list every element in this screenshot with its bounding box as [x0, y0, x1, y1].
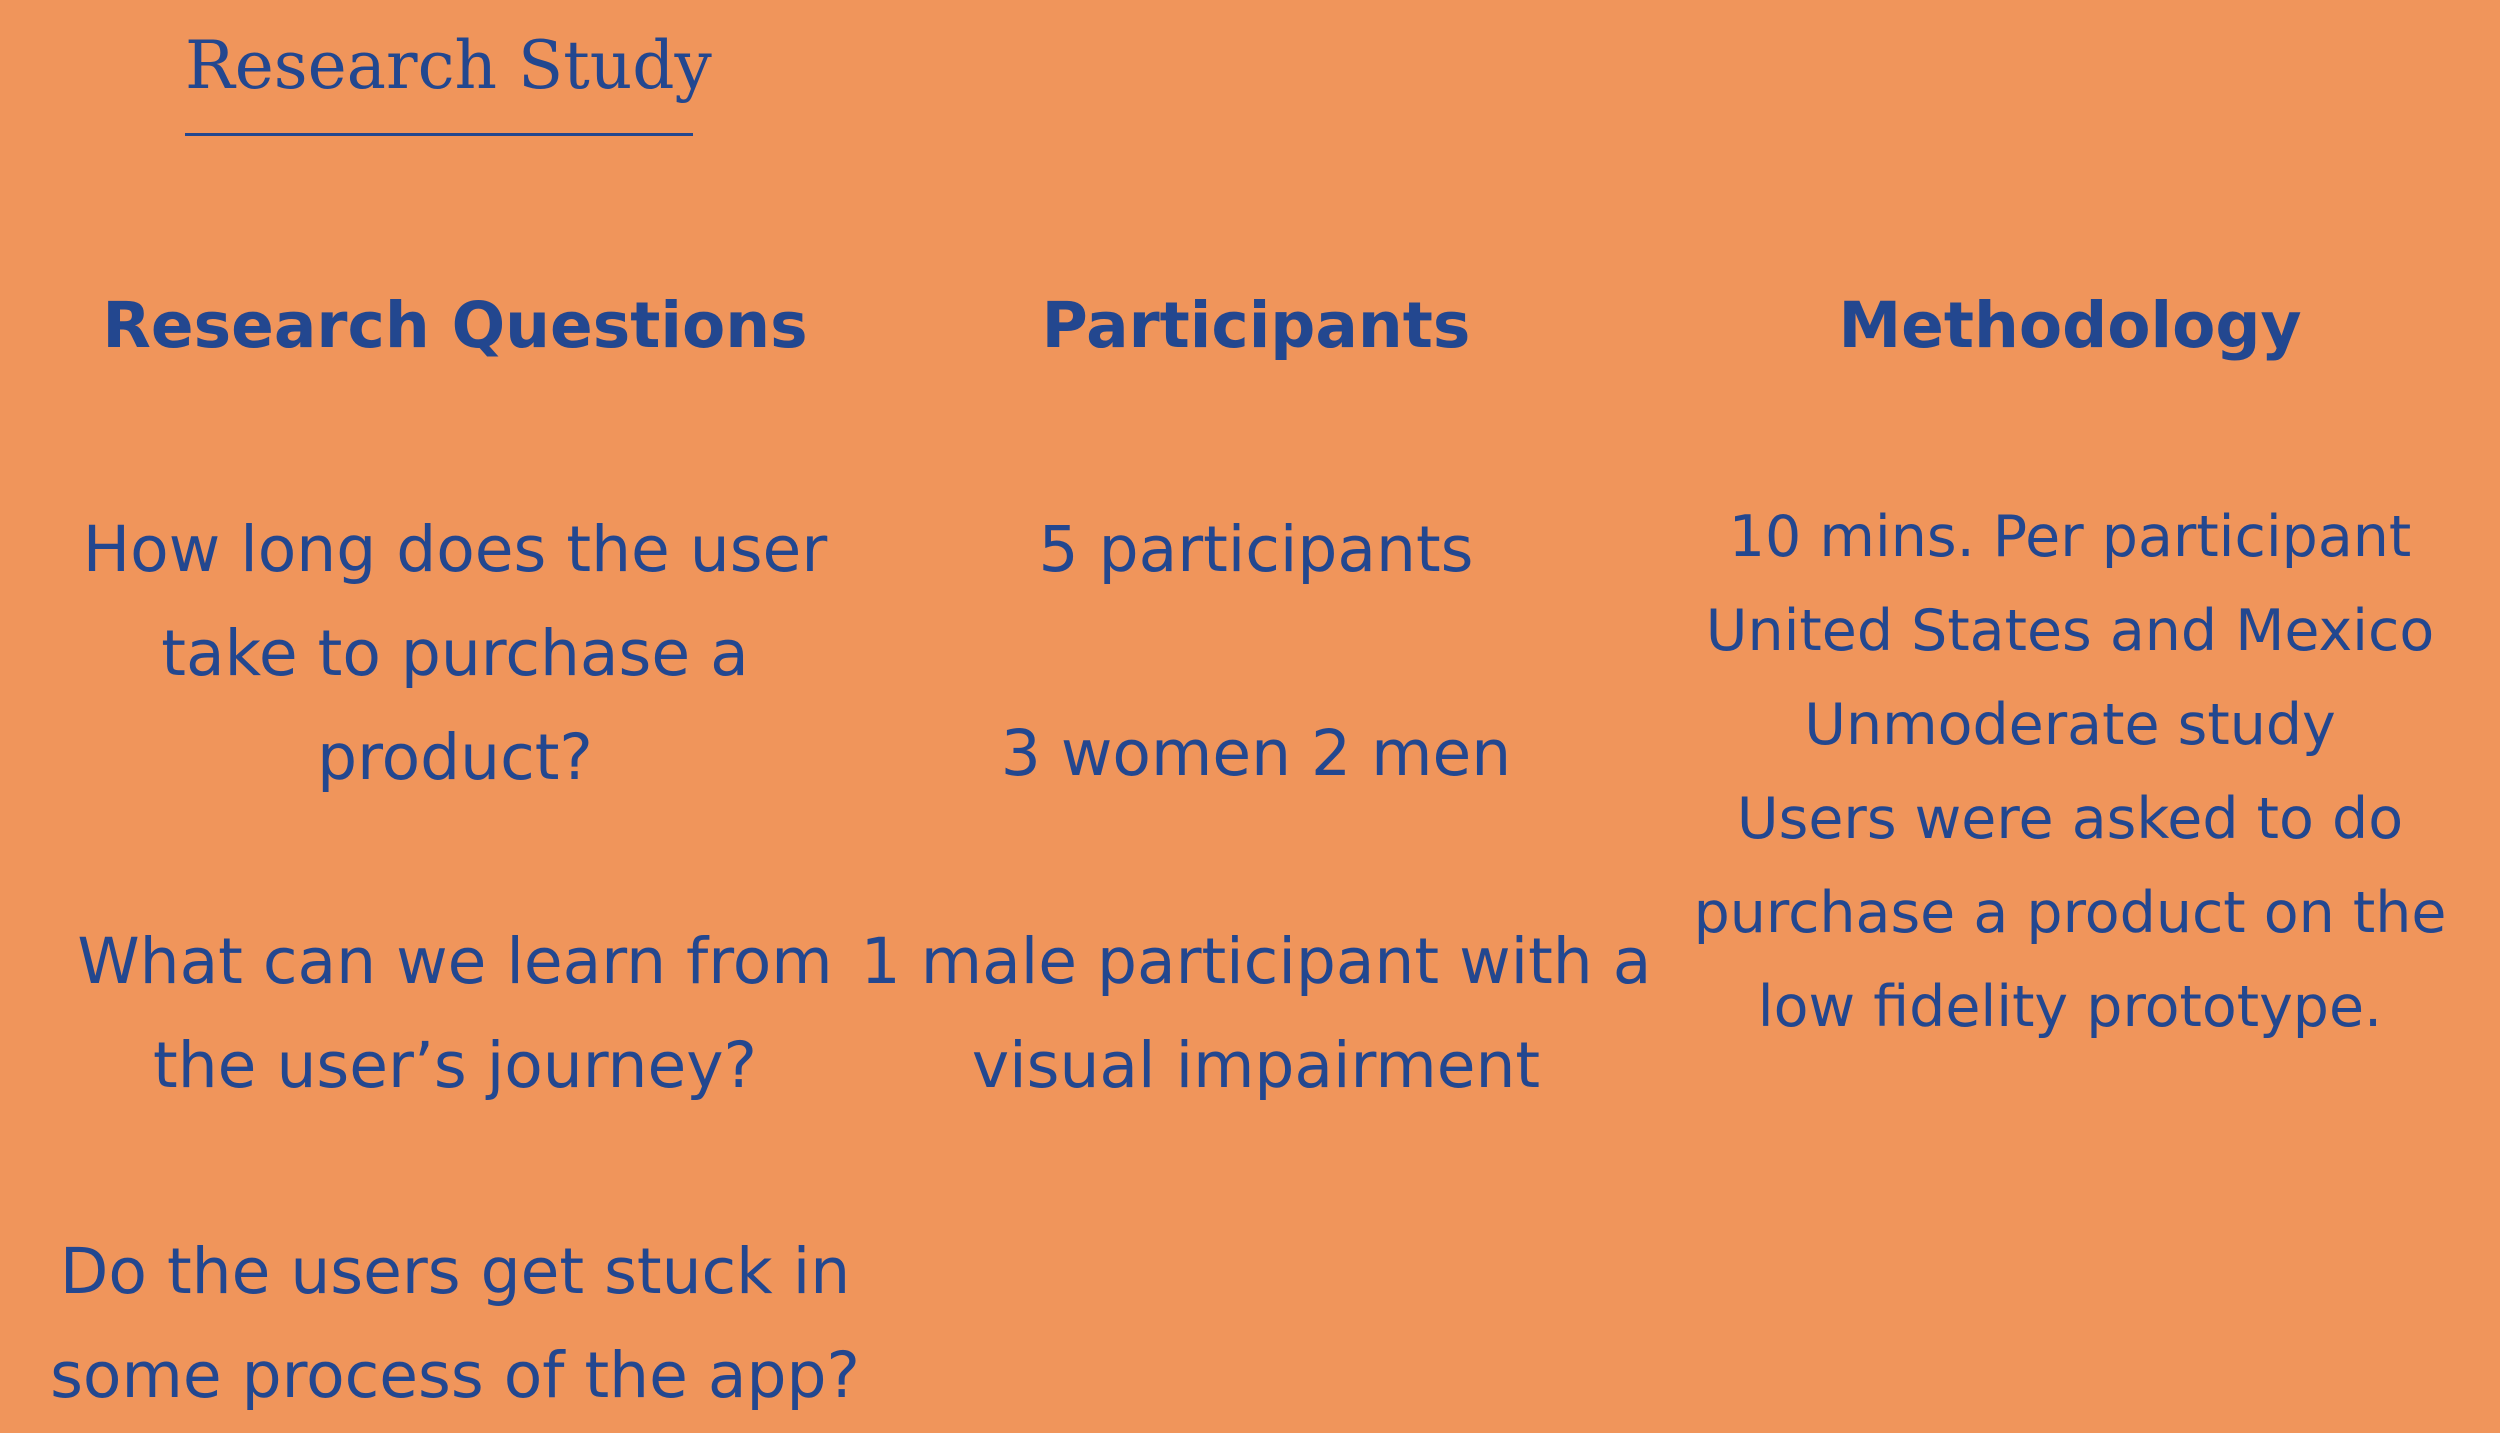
methodology-line-4: Users were asked to do [1736, 786, 2404, 852]
participants-gender: 3 women 2 men [856, 702, 1656, 806]
methodology-line-3: Unmoderate study [1804, 692, 2336, 758]
participants-impairment-line-2: visual impairment [971, 1029, 1541, 1102]
methodology-line-5: purchase a product on the [1693, 880, 2447, 946]
research-question-1: How long does the user take to purchase … [40, 498, 870, 810]
title-underline [185, 133, 693, 136]
methodology-line-2: United States and Mexico [1705, 598, 2435, 664]
participants-impairment: 1 male participant with a visual impairm… [856, 910, 1656, 1118]
methodology-line-1: 10 mins. Per participant [1728, 504, 2412, 570]
question-2-line-1: What can we learn from [77, 925, 833, 998]
question-3-line-2: some process of the app? [50, 1339, 860, 1412]
question-2-line-2: the user’s journey? [153, 1029, 757, 1102]
question-3-line-1: Do the users get stuck in [59, 1235, 851, 1308]
question-1-line-2: take to purchase a [161, 617, 749, 690]
participants-count: 5 participants [856, 498, 1656, 602]
participants-gender-line: 3 women 2 men [1000, 717, 1512, 790]
participants-count-line: 5 participants [1038, 513, 1474, 586]
research-question-3: Do the users get stuck in some process o… [40, 1220, 870, 1428]
methodology-heading: Methodology [1838, 289, 2302, 362]
methodology-details: 10 mins. Per participant United States a… [1660, 490, 2480, 1054]
participants-heading: Participants [1041, 289, 1471, 362]
question-1-line-1: How long does the user [82, 513, 828, 586]
participants-impairment-line-1: 1 male participant with a [860, 925, 1652, 998]
question-1-line-3: product? [317, 721, 593, 794]
page-title: Research Study [185, 27, 712, 104]
methodology-line-6: low fidelity prototype. [1757, 974, 2383, 1040]
research-question-2: What can we learn from the user’s journe… [40, 910, 870, 1118]
research-questions-heading: Research Questions [102, 289, 808, 362]
